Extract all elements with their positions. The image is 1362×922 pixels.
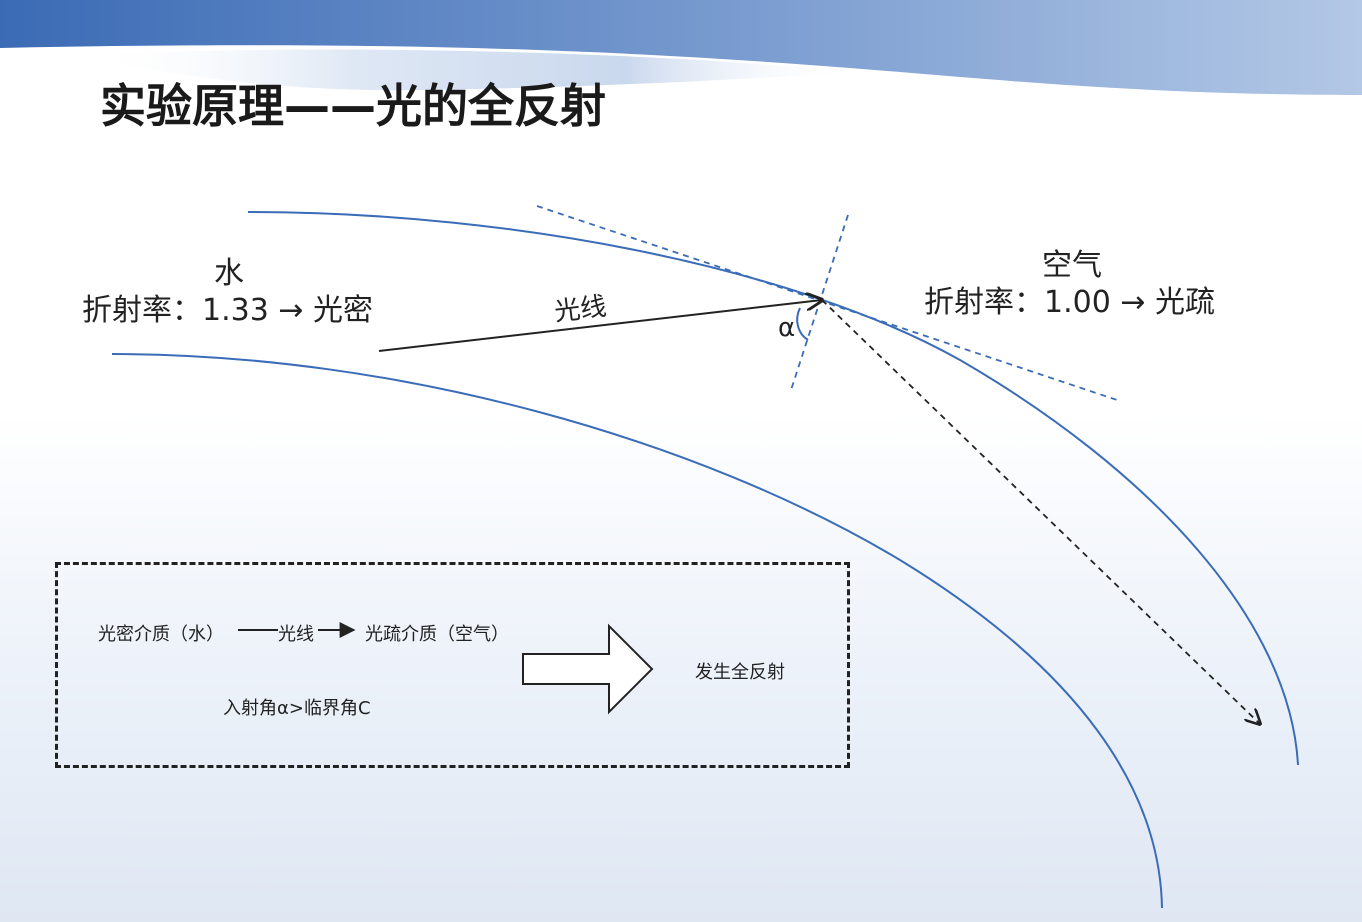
page-title: 实验原理——光的全反射 bbox=[100, 79, 606, 133]
summary-condition: 入射角α>临界角C bbox=[223, 698, 371, 719]
water-name-label: 水 bbox=[214, 256, 244, 291]
reflected-ray bbox=[821, 299, 1260, 724]
summary-sparse-medium: 光疏介质（空气） bbox=[365, 624, 509, 645]
ray-label: 光线 bbox=[552, 291, 609, 328]
summary-ray-label: 光线 bbox=[278, 624, 314, 645]
angle-label: α bbox=[778, 313, 796, 343]
air-name-label: 空气 bbox=[1042, 248, 1102, 283]
incident-ray bbox=[378, 300, 822, 352]
summary-box bbox=[55, 562, 850, 768]
incident-angle-arc bbox=[796, 307, 809, 341]
interface-curve-inner bbox=[111, 353, 1163, 909]
tangent-line bbox=[536, 205, 1118, 401]
interface-curve-outer bbox=[247, 211, 1299, 766]
water-index-label: 折射率：1.33 → 光密 bbox=[82, 293, 374, 328]
header-band-highlight bbox=[80, 49, 860, 91]
air-index-label: 折射率：1.00 → 光疏 bbox=[924, 285, 1216, 320]
result-arrow-icon bbox=[522, 623, 654, 715]
header-wave-band bbox=[0, 0, 1362, 95]
summary-dense-medium: 光密介质（水） bbox=[98, 624, 224, 645]
summary-result: 发生全反射 bbox=[695, 662, 785, 683]
header-band-main bbox=[0, 0, 1362, 95]
